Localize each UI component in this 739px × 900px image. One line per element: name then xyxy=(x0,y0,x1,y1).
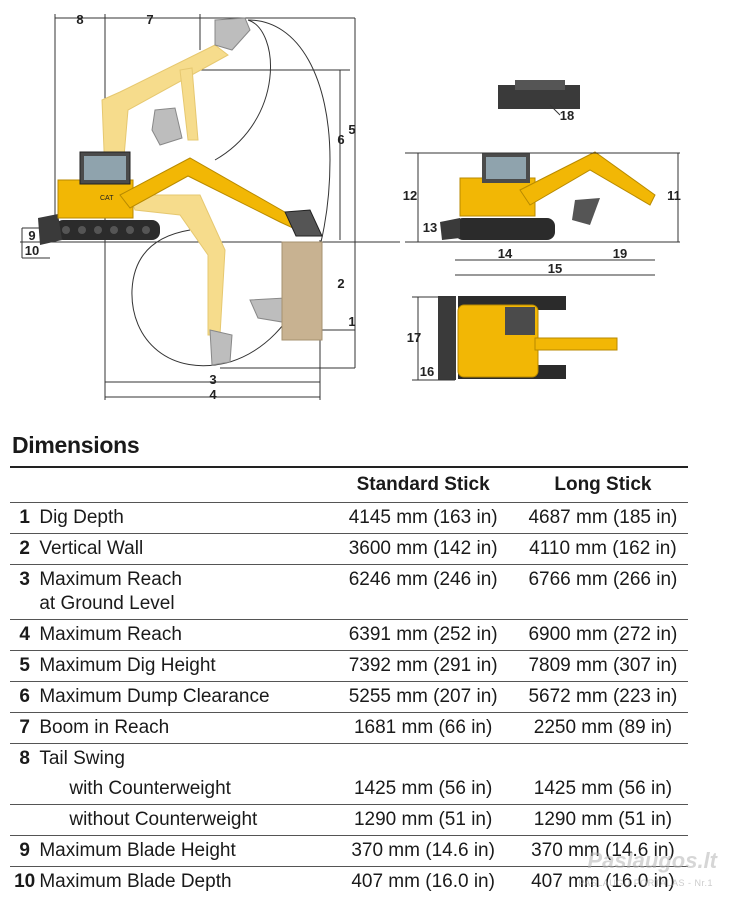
row-number: 5 xyxy=(19,655,30,676)
watermark: Paslaugos.lt xyxy=(587,848,717,873)
row-number: 1 xyxy=(19,507,30,528)
row-long-value: 5672 mm (223 in) xyxy=(528,686,678,707)
dimension-label-5: 5 xyxy=(348,122,355,137)
subrow-long-value: 1290 mm (51 in) xyxy=(533,809,673,830)
dimension-label-13: 13 xyxy=(423,220,437,235)
subrow-number xyxy=(10,774,39,780)
row-label: Boom in Reach xyxy=(39,717,170,738)
table-subrow: without Counterweight 1290 mm (51 in) 1290… xyxy=(10,804,688,836)
dimension-label-11: 11 xyxy=(667,188,681,203)
row-standard-value xyxy=(328,744,517,750)
row-label: Tail Swing xyxy=(39,748,125,769)
row-number: 2 xyxy=(19,538,30,559)
table-row: 6 Maximum Dump Clearance 5255 mm (207 in) 5… xyxy=(10,681,688,713)
dimension-label-8: 8 xyxy=(76,12,83,27)
row-number: 8 xyxy=(19,748,30,769)
row-standard-value: 7392 mm (291 in) xyxy=(348,655,498,676)
row-long-value: 407 mm (16.0 in) xyxy=(531,871,675,892)
row-standard-value: 5255 mm (207 in) xyxy=(348,686,498,707)
row-long-value: 6900 mm (272 in) xyxy=(528,624,678,645)
excavator-front-view xyxy=(498,80,580,116)
row-standard-value: 6391 mm (252 in) xyxy=(348,624,498,645)
row-long-value: 6766 mm (266 in) xyxy=(528,569,678,590)
row-label: Vertical Wall xyxy=(39,538,144,559)
excavator-side-view: CAT xyxy=(38,151,323,245)
table-row: 8 Tail Swing xyxy=(10,743,688,774)
row-long-value: 4110 mm (162 in) xyxy=(529,538,677,559)
subrow-label: without Counterweight xyxy=(69,809,258,830)
dimension-label-9: 9 xyxy=(28,228,35,243)
soil-column xyxy=(281,241,323,341)
dimension-label-12: 12 xyxy=(403,188,417,203)
dimensions-table-body: 1 Dig Depth 4145 mm (163 in) 4687 mm (185 i… xyxy=(10,502,688,897)
table-subrow: with Counterweight 1425 mm (56 in) 1425 mm… xyxy=(10,774,688,805)
subrow-number xyxy=(10,805,39,811)
table-row: 7 Boom in Reach 1681 mm (66 in) 2250 mm (89… xyxy=(10,712,688,744)
row-long-value: 4687 mm (185 in) xyxy=(528,507,678,528)
table-row: 4 Maximum Reach 6391 mm (252 in) 6900 mm (2… xyxy=(10,619,688,651)
row-long-value xyxy=(518,744,688,750)
dimension-label-10: 10 xyxy=(25,243,39,258)
dimension-label-14: 14 xyxy=(498,246,513,261)
watermark-tagline: PASLAUGŲ PORTALAS - Nr.1 xyxy=(578,878,713,888)
row-number: 4 xyxy=(19,624,30,645)
subrow-long-value: 1425 mm (56 in) xyxy=(533,778,673,799)
row-standard-value: 6246 mm (246 in) xyxy=(348,569,498,590)
row-label: Maximum Blade Depth xyxy=(39,871,232,892)
row-number: 10 xyxy=(14,871,36,892)
section-title: Dimensions xyxy=(12,432,140,458)
table-row: 2 Vertical Wall 3600 mm (142 in) 4110 mm (1… xyxy=(10,533,688,565)
table-row: 3 Maximum Reach at Ground Level 6246 mm (24… xyxy=(10,564,688,620)
row-label: Maximum Blade Height xyxy=(39,840,236,861)
row-label: Maximum Reach xyxy=(39,624,182,645)
row-number: 7 xyxy=(19,717,30,738)
dimension-label-6: 6 xyxy=(337,132,344,147)
dimension-label-16: 16 xyxy=(420,364,434,379)
dimension-label-1: 1 xyxy=(348,314,355,329)
row-standard-value: 1681 mm (66 in) xyxy=(353,717,493,738)
dimension-label-19: 19 xyxy=(613,246,627,261)
dimension-label-4: 4 xyxy=(209,387,217,402)
dimension-label-7: 7 xyxy=(146,12,153,27)
dimension-label-15: 15 xyxy=(548,261,562,276)
svg-text:CAT: CAT xyxy=(100,195,114,202)
row-standard-value: 3600 mm (142 in) xyxy=(348,538,498,559)
subrow-label: with Counterweight xyxy=(69,778,231,799)
excavator-side-view-small xyxy=(405,151,680,276)
row-standard-value: 370 mm (14.6 in) xyxy=(351,840,495,861)
row-long-value: 370 mm (14.6 in) xyxy=(531,840,675,861)
row-number: 9 xyxy=(19,840,30,861)
row-long-value: 7809 mm (307 in) xyxy=(528,655,678,676)
dimension-label-17: 17 xyxy=(407,330,421,345)
column-long-stick: Long Stick xyxy=(554,474,652,495)
table-header-row: Standard Stick Long Stick xyxy=(10,468,688,503)
row-long-value: 2250 mm (89 in) xyxy=(533,717,673,738)
dimensions-table: Standard Stick Long Stick 1 Dig Depth 4145… xyxy=(10,468,688,897)
table-row: 5 Maximum Dig Height 7392 mm (291 in) 7809 … xyxy=(10,650,688,682)
row-label: Maximum Dig Height xyxy=(39,655,216,676)
row-number: 3 xyxy=(19,569,30,590)
row-label: Maximum Reach at Ground Level xyxy=(39,565,328,619)
dimension-label-3: 3 xyxy=(209,372,216,387)
table-row: 1 Dig Depth 4145 mm (163 in) 4687 mm (185 i… xyxy=(10,502,688,534)
subrow-standard-value: 1425 mm (56 in) xyxy=(353,778,493,799)
row-standard-value: 4145 mm (163 in) xyxy=(348,507,498,528)
row-label-line2: at Ground Level xyxy=(39,593,175,614)
column-standard-stick: Standard Stick xyxy=(356,474,490,495)
row-label: Maximum Dump Clearance xyxy=(39,686,270,707)
row-label-line1: Maximum Reach xyxy=(39,569,182,590)
excavator-top-view xyxy=(412,296,618,381)
row-label: Dig Depth xyxy=(39,507,124,528)
subrow-standard-value: 1290 mm (51 in) xyxy=(353,809,493,830)
table-row: 9 Maximum Blade Height 370 mm (14.6 in) 370… xyxy=(10,835,688,867)
row-standard-value: 407 mm (16.0 in) xyxy=(351,871,495,892)
dimension-label-18: 18 xyxy=(560,108,574,123)
dimension-label-2: 2 xyxy=(337,276,344,291)
title-rule xyxy=(10,466,688,468)
row-number: 6 xyxy=(19,686,30,707)
